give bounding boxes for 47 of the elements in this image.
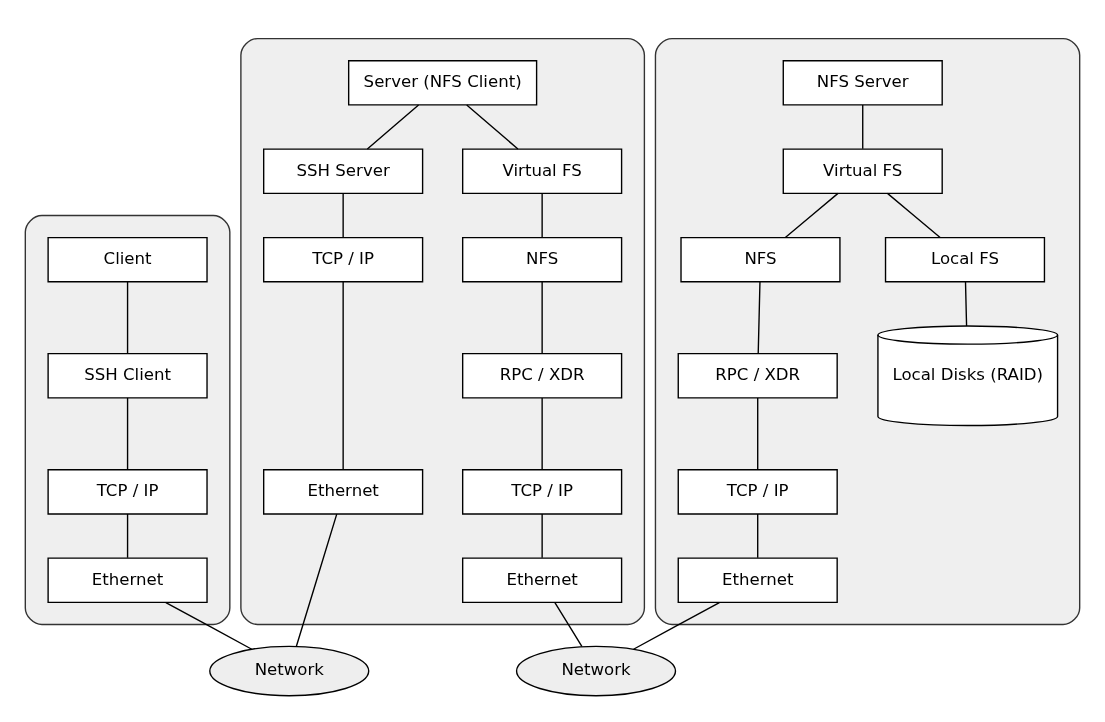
connector: [784, 192, 839, 238]
cluster: [24, 214, 231, 625]
connector: [126, 396, 129, 470]
connector: [165, 601, 253, 650]
node-box: Ethernet: [263, 468, 424, 515]
connector: [541, 512, 543, 558]
connector: [541, 396, 543, 470]
connector: [886, 192, 941, 238]
connector: [126, 512, 129, 558]
node-box: NFS Server: [782, 59, 943, 106]
node-box: SSH Server: [263, 147, 424, 194]
connector: [632, 601, 721, 650]
connector: [295, 512, 338, 647]
node-box: TCP / IP: [263, 236, 424, 282]
connector: [862, 103, 864, 149]
connector: [541, 280, 543, 354]
node-box: TCP / IP: [47, 468, 208, 515]
node-box: RPC / XDR: [677, 352, 838, 399]
connector: [757, 280, 761, 354]
node-box: TCP / IP: [677, 468, 838, 515]
connector: [342, 280, 344, 470]
node-box: NFS: [462, 236, 623, 282]
node-box: SSH Client: [47, 352, 208, 399]
node-box: Local FS: [884, 236, 1046, 282]
node-box: Ethernet: [677, 556, 838, 603]
connector: [964, 280, 968, 327]
connector: [554, 601, 583, 647]
node-box: Virtual FS: [782, 147, 943, 194]
node-box: NFS: [680, 236, 841, 282]
node-box: Client: [47, 236, 208, 282]
connector: [366, 103, 420, 150]
node-box: Ethernet: [462, 556, 623, 603]
node-box: TCP / IP: [462, 468, 623, 515]
cluster: [240, 37, 646, 625]
node-box: RPC / XDR: [462, 352, 623, 399]
connector: [541, 192, 543, 238]
node-box: Virtual FS: [462, 147, 623, 194]
node-ellipse: Network: [515, 645, 677, 696]
node-box: Server (NFS Client): [348, 59, 538, 106]
connector: [757, 396, 759, 470]
node-ellipse: Network: [209, 645, 370, 696]
connector: [466, 103, 519, 150]
connector: [757, 512, 759, 558]
connector: [342, 192, 344, 238]
connector: [126, 280, 129, 354]
node-box: Ethernet: [47, 556, 208, 603]
cluster: [654, 37, 1081, 625]
